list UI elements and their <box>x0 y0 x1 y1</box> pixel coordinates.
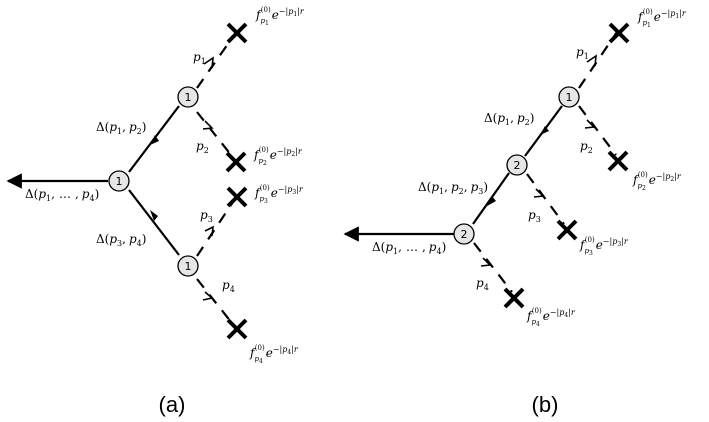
source-label-a-p4: fp4(0)e−|p4|r <box>249 344 299 365</box>
caption-b: (b) <box>532 392 559 417</box>
source-x-a-p1 <box>226 22 248 44</box>
source-x-b-p3 <box>556 219 578 241</box>
node-b-bot: 2 <box>453 223 475 245</box>
svg-text:1: 1 <box>566 91 573 104</box>
source-x-b-p1 <box>608 22 630 44</box>
source-label-b-p3: fp3(0)e−|p3|r <box>579 236 629 257</box>
dash-a-p4 <box>196 278 236 328</box>
tick-a-p4 <box>202 291 214 301</box>
svg-text:1: 1 <box>116 175 123 188</box>
arrow-a-bot-mid <box>150 210 158 221</box>
momentum-a-p1: p1 <box>193 50 206 66</box>
label-b-delta-p1p2p3: Δ(p1,p2,p3) <box>418 180 488 196</box>
panel-b: 1 2 2 Δ(p1,p2) Δ(p1,p2,p3) Δ(p1,…,p4) p1… <box>343 8 687 417</box>
label-b-delta-all: Δ(p1,…,p4) <box>372 240 446 256</box>
dash-a-p2 <box>196 111 236 161</box>
svg-text:1: 1 <box>185 260 192 273</box>
momentum-b-p3: p3 <box>528 208 541 224</box>
node-a-top: 1 <box>177 86 199 108</box>
node-a-bot: 1 <box>177 255 199 277</box>
arrow-b-mid-bot <box>487 196 496 206</box>
momentum-a-p2: p2 <box>196 139 209 155</box>
source-x-a-p3 <box>226 186 248 208</box>
dash-b-p3 <box>526 173 565 225</box>
source-label-a-p3: fp3(0)e−|p3|r <box>254 184 304 205</box>
source-x-b-p2 <box>607 150 629 172</box>
source-label-a-p1: fp1(0)e−|p1|r <box>255 6 305 27</box>
edge-a-bot-to-mid <box>128 189 180 256</box>
source-x-a-p2 <box>225 151 247 173</box>
svg-text:2: 2 <box>461 228 468 241</box>
dash-b-p2 <box>578 105 617 156</box>
label-a-delta-p1p2: Δ(p1,p2) <box>96 120 146 136</box>
svg-text:2: 2 <box>514 159 521 172</box>
momentum-b-p1: p1 <box>576 45 589 61</box>
label-a-delta-p3p4: Δ(p3,p4) <box>96 232 146 248</box>
source-label-b-p1: fp1(0)e−|p1|r <box>637 8 687 29</box>
tick-a-p1 <box>203 56 214 69</box>
tick-a-p2 <box>202 120 214 130</box>
momentum-a-p3: p3 <box>200 208 213 224</box>
source-label-b-p2: fp2(0)e−|p2|r <box>632 171 682 192</box>
source-x-b-p4 <box>503 287 525 309</box>
tick-b-p1 <box>586 54 597 67</box>
tick-b-p4 <box>480 257 492 267</box>
source-label-a-p2: fp2(0)e−|p2|r <box>253 146 303 167</box>
momentum-b-p2: p2 <box>580 139 593 155</box>
node-b-top: 1 <box>558 86 580 108</box>
tick-a-p3 <box>204 225 214 237</box>
panel-a: 1 1 1 Δ(p1,p2) Δ(p3,p4) Δ(p1,…,p4) p1 p2… <box>6 6 305 417</box>
momentum-a-p4: p4 <box>222 278 235 294</box>
arrow-b-top-mid <box>540 126 549 135</box>
tick-b-p3 <box>533 188 545 198</box>
source-label-b-p4: fp4(0)e−|p4|r <box>526 307 576 328</box>
label-a-delta-all: Δ(p1,…,p4) <box>25 187 99 203</box>
arrow-a-top-mid <box>150 135 159 145</box>
tick-b-p2 <box>584 119 596 129</box>
svg-text:1: 1 <box>185 91 192 104</box>
source-x-a-p4 <box>226 318 248 340</box>
momentum-b-p4: p4 <box>476 276 489 292</box>
dash-b-p4 <box>473 242 513 293</box>
caption-a: (a) <box>159 392 186 417</box>
node-b-mid: 2 <box>506 154 528 176</box>
label-b-delta-p1p2: Δ(p1,p2) <box>484 111 534 127</box>
node-a-mid: 1 <box>108 170 130 192</box>
